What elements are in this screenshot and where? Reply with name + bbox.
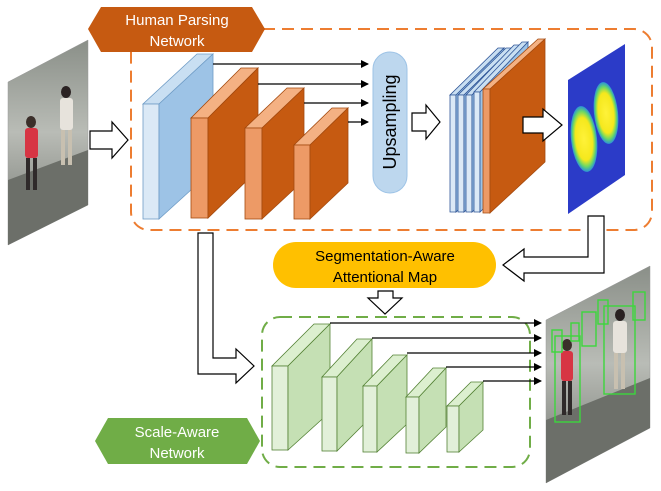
seg-label-line2: Attentional Map	[333, 269, 437, 286]
scale-aware-region	[261, 316, 531, 468]
green-feature-block-1	[271, 323, 331, 451]
human-parsing-label-line2: Network	[149, 33, 205, 50]
segmentation-aware-badge: Segmentation-Aware Attentional Map	[273, 242, 496, 288]
upsampling-input-arrows	[213, 60, 369, 126]
upsampling-block: Upsampling	[372, 51, 408, 194]
green-feature-block-3	[362, 354, 408, 453]
heatmap-to-seg-arrow	[502, 215, 605, 283]
heatmap-arrow	[522, 107, 563, 143]
scale-aware-label-line2: Network	[149, 445, 205, 462]
input-photo	[7, 39, 89, 246]
scale-aware-badge: Scale-Aware Network	[95, 418, 260, 464]
human-parsing-badge: Human Parsing Network	[88, 7, 265, 52]
input-arrow	[89, 120, 129, 160]
seg-down-arrow	[366, 290, 404, 315]
upsampling-label: Upsampling	[380, 74, 400, 169]
green-feature-block-5	[446, 381, 484, 453]
parsing-to-scale-arrow	[197, 232, 255, 385]
detection-boxes	[551, 291, 646, 423]
heatmap-image	[568, 44, 625, 214]
human-parsing-region	[130, 28, 653, 231]
orange-feature-block-3	[293, 107, 349, 220]
seg-label-line1: Segmentation-Aware	[315, 248, 455, 265]
upsampling-output-arrow	[411, 103, 441, 141]
scale-output-arrows	[330, 319, 542, 385]
human-parsing-label-line1: Human Parsing	[125, 12, 228, 29]
output-photo	[545, 265, 651, 484]
green-feature-block-4	[405, 366, 447, 454]
scale-aware-label-line1: Scale-Aware	[135, 424, 220, 441]
stacked-feature-maps	[449, 38, 547, 214]
